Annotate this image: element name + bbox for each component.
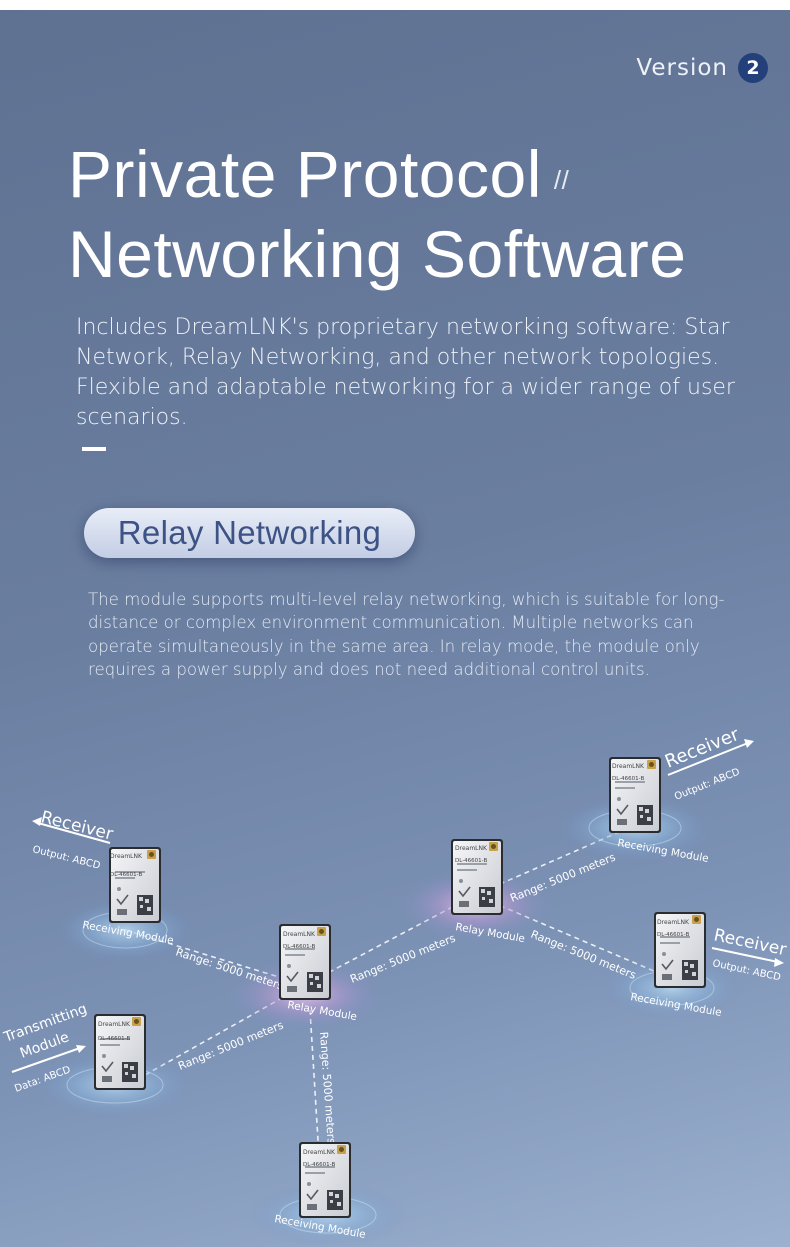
range-label-middle: Range: 5000 meters	[348, 932, 457, 986]
arrow-transmitter-icon	[76, 1045, 86, 1053]
receiver-left-heading: Receiver Output: ABCD	[31, 807, 115, 871]
version-badge: 2	[738, 53, 768, 83]
title-line-2: Networking Software	[68, 217, 687, 291]
chip-model: DL-46601-B	[657, 932, 689, 938]
connection-lines	[124, 824, 676, 1206]
receiver-top-heading: Receiver Output: ABCD	[662, 724, 754, 803]
module-relay-upper: DreamLNK DL-46601-B	[450, 838, 504, 916]
section-description: The module supports multi-level relay ne…	[88, 590, 725, 679]
chip-model: DL-46601-B	[612, 776, 644, 782]
chip-model: DL-46601-B	[110, 872, 142, 878]
page-title: Private Protocol // Networking Software	[68, 134, 686, 294]
range-label-transmitter: Range: 5000 meters	[176, 1019, 285, 1073]
version-indicator: Version 2	[636, 53, 768, 83]
range-label-vertical: Range: 5000 meters	[317, 1031, 338, 1144]
chip-brand: DreamLNK	[657, 919, 690, 926]
version-label: Version	[636, 55, 728, 81]
range-label-top: Range: 5000 meters	[508, 851, 617, 905]
receiver-right-title: Receiver	[712, 925, 788, 960]
chip-model: DL-46601-B	[455, 858, 487, 864]
arrow-right-line	[711, 947, 779, 963]
arrow-transmitter-line	[11, 1047, 81, 1073]
arrow-left-icon	[32, 817, 42, 826]
arrow-top-icon	[744, 739, 754, 748]
module-transmitter: DreamLNK DL-46601-B	[93, 1013, 147, 1091]
link-transmitter-relay	[144, 984, 306, 1076]
section-pill-label: Relay Networking	[117, 514, 382, 551]
chip-brand: DreamLNK	[98, 1021, 131, 1028]
top-band	[0, 0, 790, 10]
chip-brand: DreamLNK	[612, 763, 645, 770]
arrow-left-line	[37, 822, 111, 844]
chip-brand: DreamLNK	[303, 1149, 336, 1156]
module-relay-center: DreamLNK DL-46601-B	[278, 923, 332, 1001]
chip-brand: DreamLNK	[455, 845, 488, 852]
module-receiver-bottom: DreamLNK DL-46601-B	[298, 1141, 352, 1219]
chip-model: DL-46601-B	[283, 944, 315, 950]
divider-dash	[82, 447, 106, 451]
title-line-1: Private Protocol //	[68, 134, 686, 214]
receiver-top-title: Receiver	[662, 724, 743, 773]
chip-brand: DreamLNK	[283, 931, 316, 938]
receiver-left-output: Output: ABCD	[31, 844, 101, 872]
arrow-right-icon	[774, 958, 784, 967]
module-receiver-left: DreamLNK DL-46601-B	[108, 846, 162, 924]
section-pill: Relay Networking	[84, 508, 415, 558]
module-receiver-right: DreamLNK DL-46601-B	[653, 911, 707, 989]
chip-model: DL-46601-B	[98, 1036, 130, 1042]
slash-ornament: //	[553, 165, 570, 195]
chip-model: DL-46601-B	[303, 1162, 335, 1168]
module-receiver-top: DreamLNK DL-46601-B	[608, 756, 662, 834]
receiver-top-output: Output: ABCD	[673, 766, 742, 802]
title-text-1: Private Protocol	[68, 137, 542, 211]
intro-text: Includes DreamLNK's proprietary networki…	[76, 315, 735, 430]
arrow-top-line	[667, 742, 749, 776]
chip-brand: DreamLNK	[110, 853, 143, 860]
relay-network-diagram: Range: 5000 meters Range: 5000 meters Ra…	[1, 724, 788, 1247]
range-label-right: Range: 5000 meters	[529, 928, 638, 982]
